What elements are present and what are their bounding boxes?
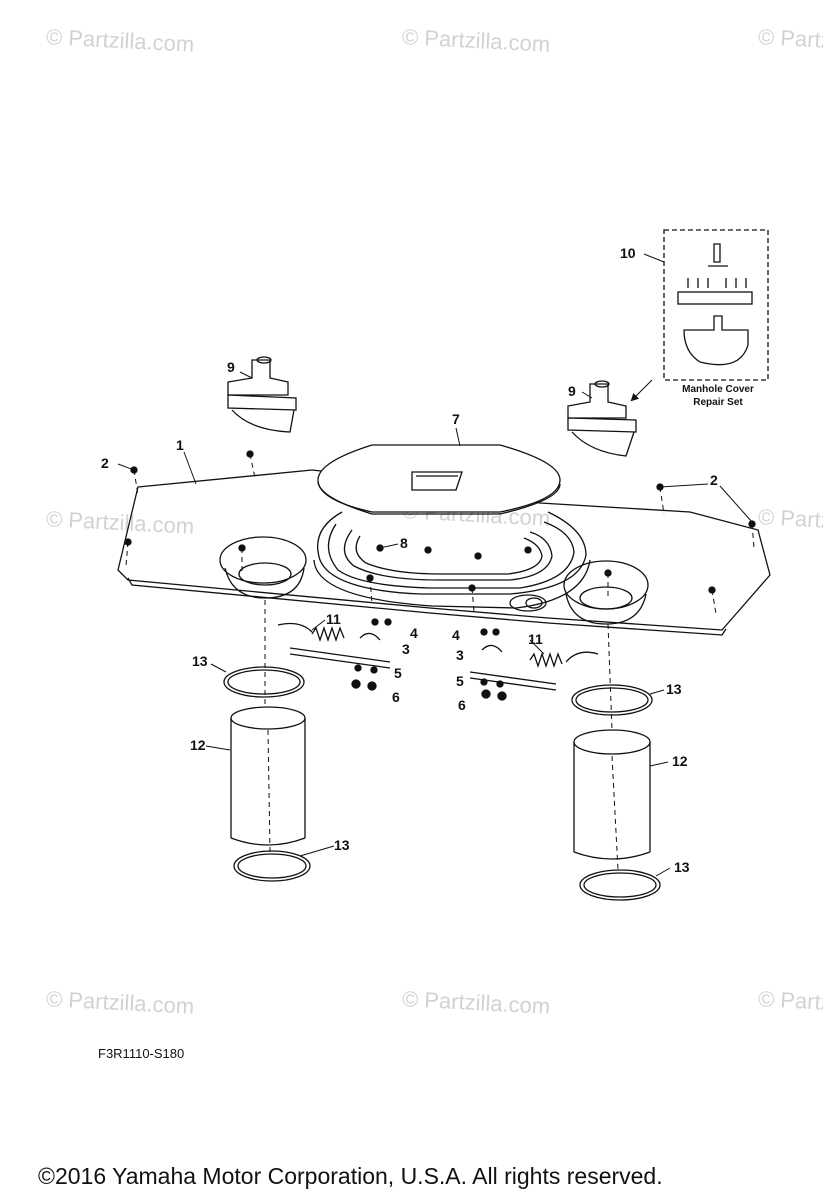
callout-1: 1 xyxy=(176,437,184,453)
callout-12: 12 xyxy=(190,737,206,753)
spring-left xyxy=(277,622,391,669)
callout-2: 2 xyxy=(101,455,109,471)
clamp-lower-left xyxy=(233,850,311,882)
clamp-upper-left xyxy=(223,666,305,698)
callout-13: 13 xyxy=(666,681,682,697)
manhole-cover xyxy=(317,444,561,515)
callout-5: 5 xyxy=(456,673,464,689)
callout-3: 3 xyxy=(402,641,410,657)
spring-right xyxy=(469,644,599,691)
callout-4: 4 xyxy=(410,625,418,641)
callout-13: 13 xyxy=(192,653,208,669)
callout-5: 5 xyxy=(394,665,402,681)
callout-8: 8 xyxy=(400,535,408,551)
bracket-cap-left xyxy=(227,356,297,433)
callout-6: 6 xyxy=(458,697,466,713)
bracket-cap-right xyxy=(567,380,637,457)
sleeve-right xyxy=(573,729,651,860)
callout-4: 4 xyxy=(452,627,460,643)
callout-9: 9 xyxy=(227,359,235,375)
left-flange xyxy=(219,536,307,599)
callout-12: 12 xyxy=(672,753,688,769)
callout-11: 11 xyxy=(326,611,341,627)
clamp-upper-right xyxy=(571,684,653,716)
repair-set-caption-line2: Repair Set xyxy=(693,397,743,408)
manhole-frame xyxy=(313,511,591,612)
callout-6: 6 xyxy=(392,689,400,705)
sleeve-left xyxy=(230,706,306,846)
right-flange xyxy=(563,560,649,625)
copyright-notice: ©2016 Yamaha Motor Corporation, U.S.A. A… xyxy=(38,1163,663,1189)
callout-13: 13 xyxy=(674,859,690,875)
callout-9: 9 xyxy=(568,383,576,399)
clamp-lower-right xyxy=(579,869,661,901)
figure-code: F3R1110-S180 xyxy=(98,1046,185,1061)
repair-set-box xyxy=(663,229,769,381)
hardware-left xyxy=(351,618,392,691)
callout-7: 7 xyxy=(452,411,460,427)
callout-11: 11 xyxy=(528,631,543,647)
callout-3: 3 xyxy=(456,647,464,663)
callout-13: 13 xyxy=(334,837,350,853)
repair-set-caption: Manhole Cover Repair Set xyxy=(668,383,768,409)
callout-2: 2 xyxy=(710,472,718,488)
hardware-right xyxy=(480,628,507,701)
repair-set-caption-line1: Manhole Cover xyxy=(682,384,754,395)
leader-lines xyxy=(117,253,753,877)
callout-10: 10 xyxy=(620,245,636,261)
assembly-lines xyxy=(125,453,755,871)
